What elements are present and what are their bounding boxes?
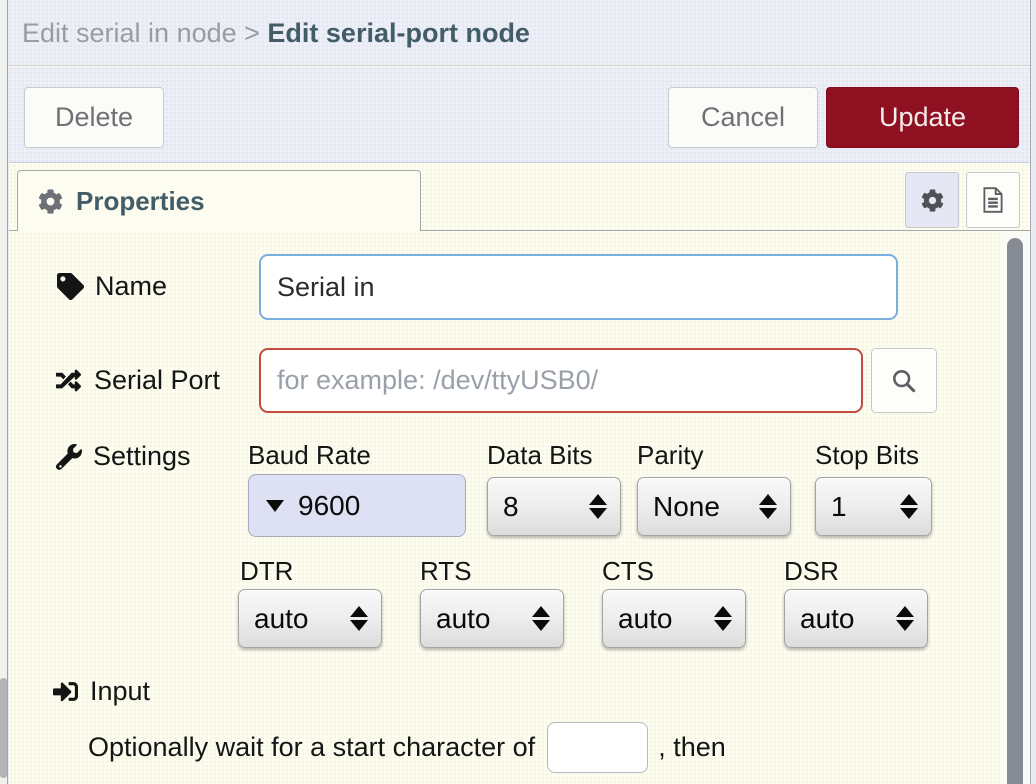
chevron-down-icon: [266, 499, 284, 512]
properties-icon-button[interactable]: [905, 172, 959, 228]
dsr-value: auto: [800, 602, 855, 634]
parity-select[interactable]: None: [637, 477, 791, 536]
rts-label: RTS: [420, 556, 472, 586]
serial-port-search-button[interactable]: [871, 348, 937, 413]
updown-arrows-icon: [759, 494, 777, 519]
edit-tray: Edit serial in node > Edit serial-port n…: [9, 0, 1031, 784]
settings-label: Settings: [93, 441, 191, 471]
start-character-text-before: Optionally wait for a start character of: [88, 732, 536, 762]
tray-header: Edit serial in node > Edit serial-port n…: [9, 0, 1030, 66]
parity-label: Parity: [637, 440, 704, 470]
stop-bits-select[interactable]: 1: [815, 477, 932, 536]
tray-scrollbar-track: [1000, 231, 1029, 784]
breadcrumb-separator: >: [244, 17, 268, 48]
tab-properties[interactable]: Properties: [17, 170, 421, 231]
baud-rate-dropdown[interactable]: 9600: [248, 474, 466, 537]
parity-value: None: [653, 490, 720, 522]
input-section-label: Input: [90, 676, 151, 706]
update-button[interactable]: Update: [826, 87, 1019, 148]
tab-underline-left: [9, 230, 17, 231]
updown-arrows-icon: [589, 494, 607, 519]
serial-port-input[interactable]: [259, 348, 863, 413]
cancel-button[interactable]: Cancel: [668, 87, 818, 148]
sign-in-icon: [53, 682, 78, 702]
cts-select[interactable]: auto: [602, 589, 746, 648]
search-icon: [893, 369, 916, 392]
start-character-sentence: Optionally wait for a start character of…: [88, 722, 726, 773]
tab-underline-right: [421, 230, 1030, 231]
dtr-label: DTR: [240, 556, 294, 586]
data-bits-label: Data Bits: [487, 440, 593, 470]
updown-arrows-icon: [714, 606, 732, 631]
input-section-label-row: Input: [52, 676, 150, 707]
data-bits-value: 8: [503, 490, 519, 522]
workspace-left-edge: [0, 0, 8, 784]
dsr-label: DSR: [784, 556, 839, 586]
delete-button[interactable]: Delete: [24, 87, 164, 148]
baud-rate-label: Baud Rate: [248, 440, 371, 470]
tag-icon: [57, 273, 84, 300]
workspace-scrollbar-thumb[interactable]: [0, 678, 7, 778]
tab-bar: Properties: [9, 164, 1030, 231]
stop-bits-value: 1: [831, 490, 847, 522]
updown-arrows-icon: [896, 606, 914, 631]
gear-icon: [38, 188, 63, 214]
rts-select[interactable]: auto: [420, 589, 564, 648]
dtr-value: auto: [254, 602, 309, 634]
wrench-icon: [56, 443, 82, 470]
breadcrumb: Edit serial in node > Edit serial-port n…: [22, 0, 530, 66]
breadcrumb-parent[interactable]: Edit serial in node: [22, 17, 245, 48]
breadcrumb-current: Edit serial-port node: [267, 17, 530, 48]
data-bits-select[interactable]: 8: [487, 477, 621, 536]
baud-rate-value: 9600: [298, 489, 361, 521]
name-label: Name: [95, 271, 168, 301]
dtr-select[interactable]: auto: [238, 589, 382, 648]
cts-value: auto: [618, 602, 673, 634]
updown-arrows-icon: [532, 606, 550, 631]
name-label-row: Name: [57, 271, 167, 302]
serial-port-label: Serial Port: [94, 365, 221, 395]
start-character-text-after: , then: [658, 732, 726, 762]
document-icon: [983, 187, 1003, 213]
rts-value: auto: [436, 602, 491, 634]
shuffle-icon: [56, 369, 82, 392]
description-icon-button[interactable]: [966, 172, 1020, 228]
gear-icon: [921, 188, 943, 212]
tab-properties-label: Properties: [76, 185, 205, 216]
updown-arrows-icon: [900, 494, 918, 519]
tray-scrollbar-thumb[interactable]: [1007, 238, 1023, 784]
cts-label: CTS: [602, 556, 654, 586]
start-character-input[interactable]: [547, 722, 649, 773]
stop-bits-label: Stop Bits: [815, 440, 920, 470]
serial-port-label-row: Serial Port: [54, 365, 220, 396]
dsr-select[interactable]: auto: [784, 589, 928, 648]
tray-toolbar: Delete Cancel Update: [9, 67, 1030, 163]
name-input[interactable]: [259, 254, 898, 320]
updown-arrows-icon: [350, 606, 368, 631]
settings-label-row: Settings: [56, 441, 191, 472]
